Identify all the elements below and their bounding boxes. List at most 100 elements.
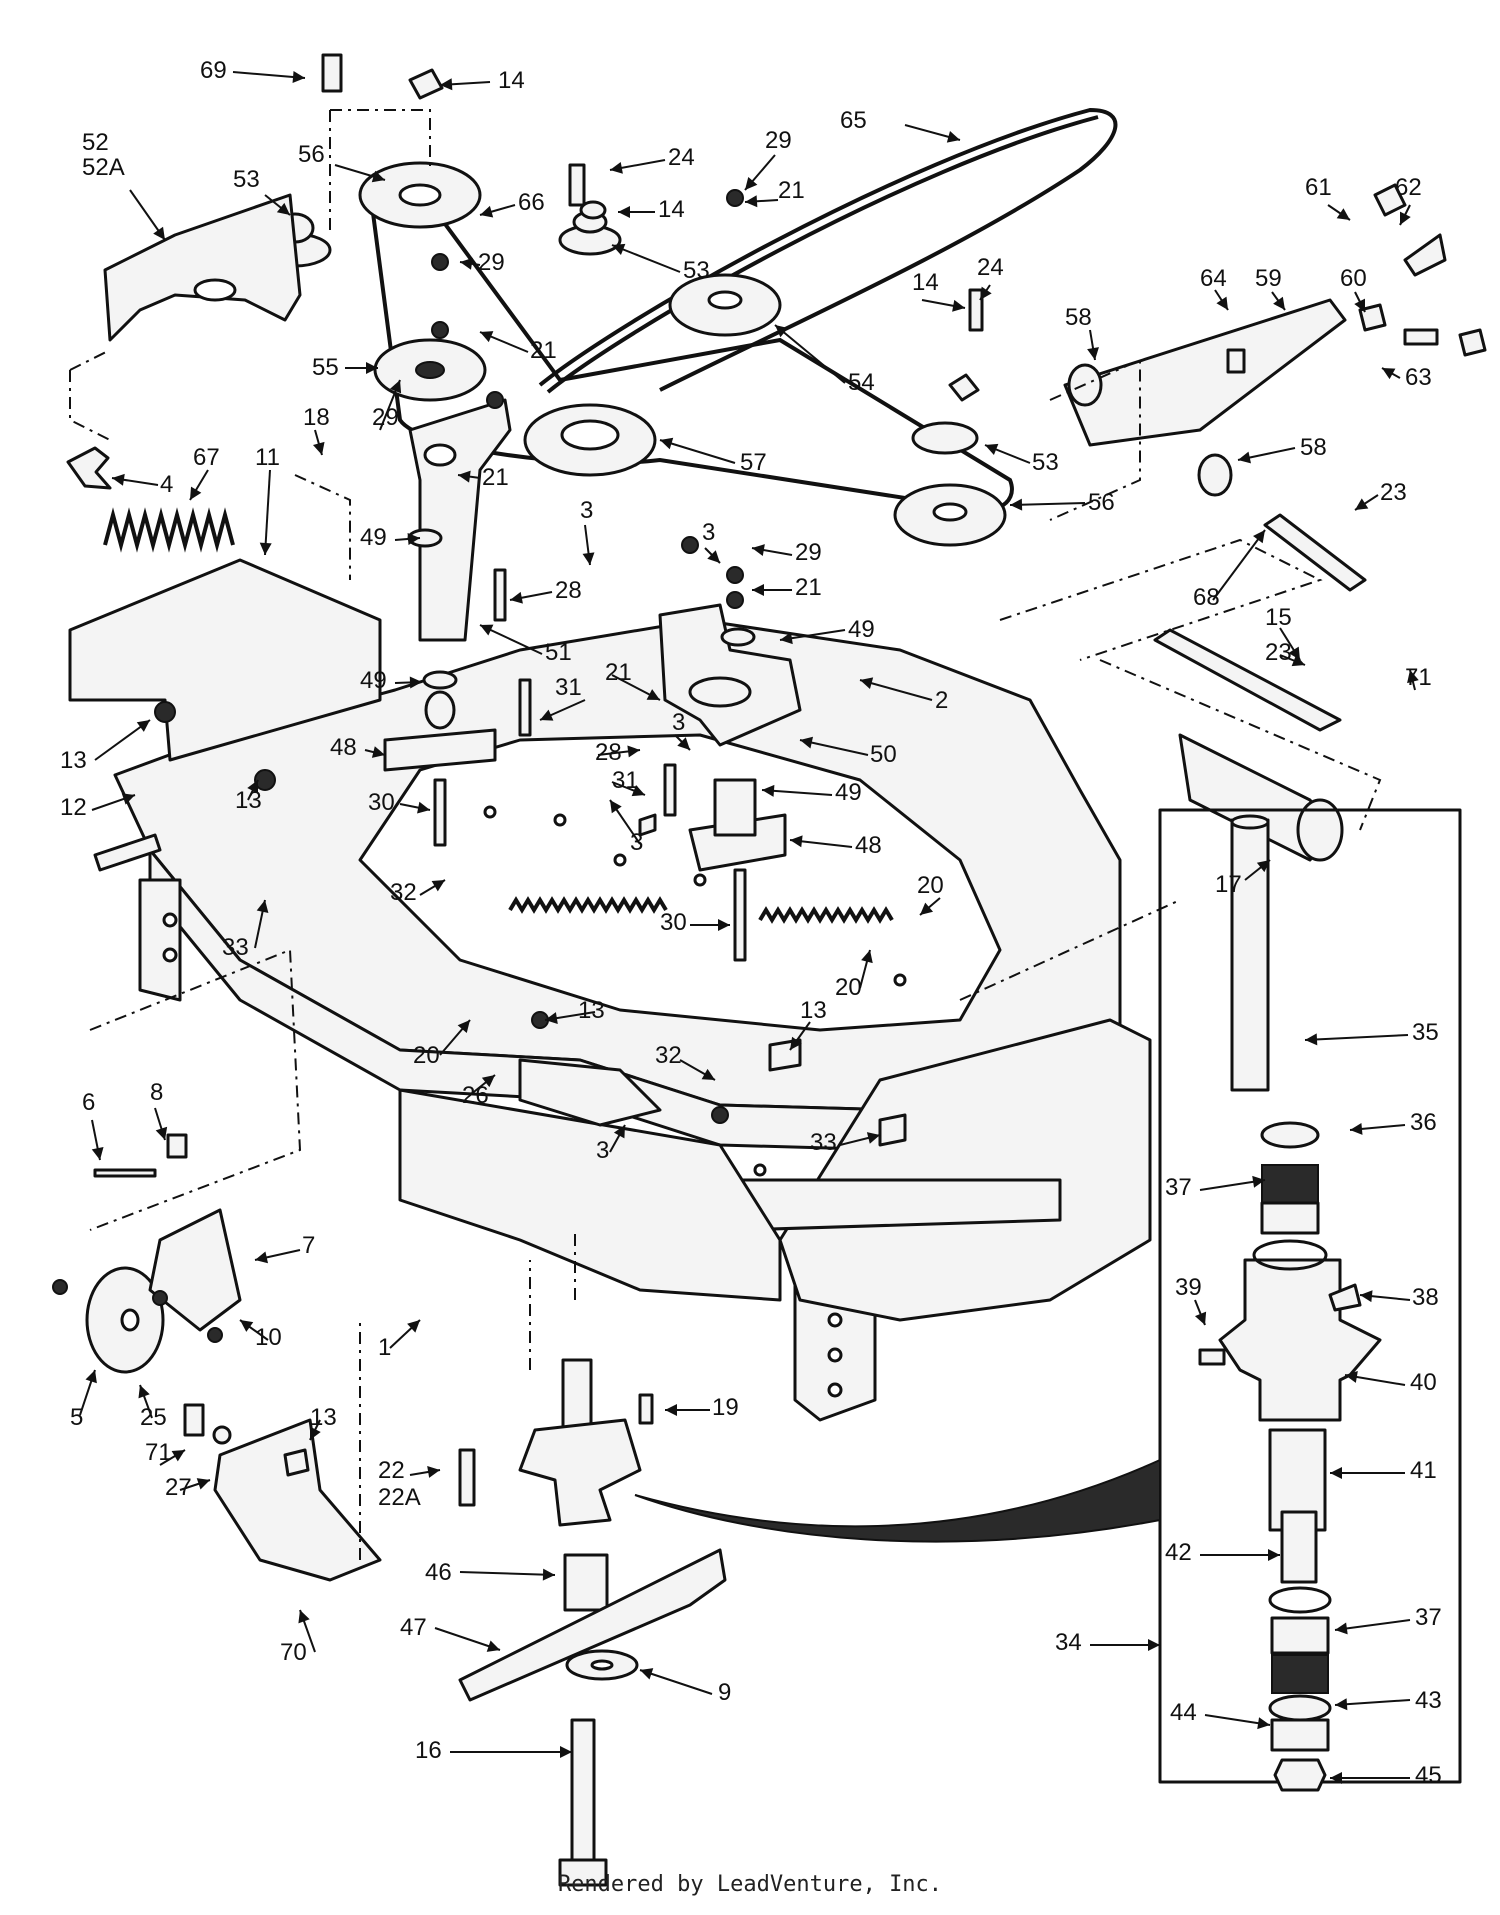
callout-38: 38 xyxy=(1412,1284,1439,1311)
hardware xyxy=(52,53,1487,1507)
deck-housing xyxy=(113,618,1152,1422)
leader-arrowhead xyxy=(153,226,165,240)
leader-arrowhead xyxy=(371,746,385,758)
leader-arrowhead xyxy=(631,785,645,797)
leader-arrowhead xyxy=(780,632,793,645)
callout-2: 2 xyxy=(935,687,948,714)
roller-17 xyxy=(1178,733,1344,862)
leader-arrowhead xyxy=(1330,1467,1342,1479)
leader-arrowhead xyxy=(1216,296,1228,310)
callout-8: 8 xyxy=(150,1079,163,1106)
callout-44: 44 xyxy=(1170,1699,1197,1726)
leader-arrowhead xyxy=(612,243,626,256)
footer-credit: Rendered by LeadVenture, Inc. xyxy=(557,1872,943,1897)
leader-line xyxy=(1334,1699,1411,1706)
leader-arrowhead xyxy=(542,1568,555,1581)
leader-arrowhead xyxy=(136,720,150,732)
leader-arrowhead xyxy=(618,206,630,218)
callout-32: 32 xyxy=(655,1042,682,1069)
leader-arrowhead xyxy=(460,257,473,270)
leader-arrowhead xyxy=(762,784,775,797)
callout-15: 15 xyxy=(1265,604,1292,631)
leader-arrowhead xyxy=(259,542,272,555)
callout-33: 33 xyxy=(222,934,249,961)
callout-16: 16 xyxy=(415,1737,442,1764)
callout-71: 71 xyxy=(1405,664,1432,691)
leader-arrowhead xyxy=(1148,1639,1160,1651)
callout-49: 49 xyxy=(835,779,862,806)
leader-arrowhead xyxy=(1336,208,1350,220)
leader-line xyxy=(1009,502,1086,506)
inset-pointer xyxy=(634,1458,1161,1543)
callout-21: 21 xyxy=(605,659,632,686)
callout-6: 6 xyxy=(82,1089,95,1116)
leader-arrowhead xyxy=(1291,654,1305,667)
leader-arrowhead xyxy=(298,1610,310,1624)
leader-line xyxy=(1334,1619,1411,1631)
leader-arrowhead xyxy=(440,78,453,91)
leader-arrowhead xyxy=(952,299,965,312)
idler-bracket-48-left xyxy=(383,690,497,772)
leader-arrowhead xyxy=(256,900,269,913)
leader-arrowhead xyxy=(292,71,305,83)
callout-64: 64 xyxy=(1200,265,1227,292)
leader-arrowhead xyxy=(560,1746,572,1758)
leader-arrowhead xyxy=(247,780,258,794)
leader-arrowhead xyxy=(486,1640,500,1652)
callout-59: 59 xyxy=(1255,265,1282,292)
callout-20: 20 xyxy=(835,974,862,1001)
callout-49: 49 xyxy=(848,616,875,643)
callout-45: 45 xyxy=(1415,1762,1442,1789)
leader-arrowhead xyxy=(480,624,494,636)
leader-arrowhead xyxy=(660,437,674,450)
leader-line xyxy=(611,244,681,273)
leader-arrowhead xyxy=(431,880,445,892)
leader-arrowhead xyxy=(701,1068,715,1080)
callout-53: 53 xyxy=(1032,449,1059,476)
leader-arrowhead xyxy=(366,362,378,374)
callout-28: 28 xyxy=(595,739,622,766)
leader-arrowhead xyxy=(1305,1033,1318,1046)
callout-23: 23 xyxy=(1380,479,1407,506)
callout-32: 32 xyxy=(390,879,417,906)
callout-57: 57 xyxy=(740,449,767,476)
pulley-56-left xyxy=(358,161,482,229)
leader-arrowhead xyxy=(775,325,789,338)
leader-arrowhead xyxy=(677,737,690,750)
callout-13: 13 xyxy=(578,997,605,1024)
callout-21: 21 xyxy=(482,464,509,491)
callout-35: 35 xyxy=(1412,1019,1439,1046)
leader-arrowhead xyxy=(1256,860,1270,873)
idler-53-right xyxy=(911,421,979,455)
callout-31: 31 xyxy=(612,767,639,794)
leader-arrowhead xyxy=(1010,498,1023,511)
leader-line xyxy=(232,71,306,79)
leader-arrowhead xyxy=(121,793,135,805)
callout-3: 3 xyxy=(702,519,715,546)
callout-70: 70 xyxy=(280,1639,307,1666)
callout-24: 24 xyxy=(977,254,1004,281)
callout-26: 26 xyxy=(462,1082,489,1109)
spring-20-right xyxy=(758,906,894,924)
callout-56: 56 xyxy=(298,141,325,168)
leader-arrowhead xyxy=(1330,1772,1342,1784)
leader-arrowhead xyxy=(540,709,554,721)
callout-22: 22 xyxy=(378,1457,405,1484)
callout-3: 3 xyxy=(630,829,643,856)
leader-arrowhead xyxy=(1345,1371,1358,1383)
spindle-shaft-35 xyxy=(1230,814,1270,1092)
pulley-54 xyxy=(668,273,782,337)
callout-46: 46 xyxy=(425,1559,452,1586)
leader-arrowhead xyxy=(1407,670,1419,684)
leader-arrowhead xyxy=(790,1036,802,1050)
leader-line xyxy=(774,324,846,384)
leader-arrowhead xyxy=(85,1370,97,1384)
leader-arrowhead xyxy=(1252,1175,1265,1188)
leader-arrowhead xyxy=(1355,498,1369,510)
callout-24: 24 xyxy=(668,144,695,171)
leader-arrowhead xyxy=(417,801,430,814)
leader-arrowhead xyxy=(1253,530,1265,544)
leader-arrowhead xyxy=(458,470,471,483)
leader-arrowhead xyxy=(861,950,873,964)
